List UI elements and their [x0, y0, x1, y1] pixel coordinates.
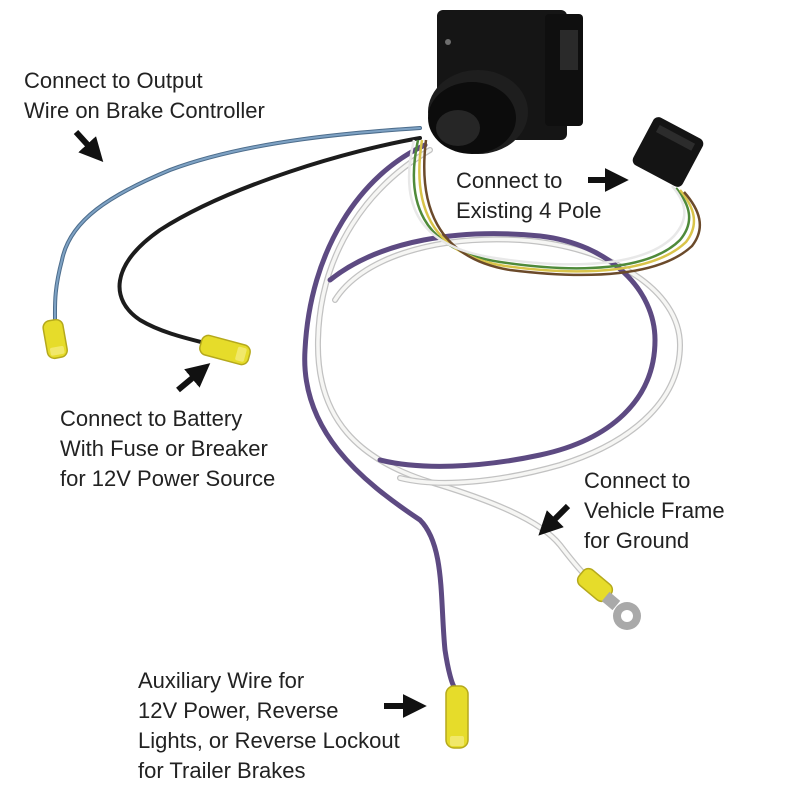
butt-connector-purple-wire — [445, 685, 469, 749]
auxiliary-label-line-1: Auxiliary Wire for — [138, 668, 305, 693]
battery-label: Connect to Battery With Fuse or Breaker … — [60, 404, 275, 494]
seven-way-connector-icon — [428, 10, 583, 154]
four-pole-label: Connect to Existing 4 Pole — [456, 166, 602, 226]
ground-label-line-2: Vehicle Frame — [584, 498, 725, 523]
ground-label-line-3: for Ground — [584, 528, 690, 553]
brake-controller-label-line-2: Wire on Brake Controller — [24, 98, 265, 123]
auxiliary-label-line-4: for Trailer Brakes — [138, 758, 306, 783]
arrow-icon — [176, 363, 211, 393]
battery-label-line-3: for 12V Power Source — [60, 466, 276, 491]
ground-label: Connect to Vehicle Frame for Ground — [584, 466, 725, 556]
four-pole-plug-icon — [632, 117, 704, 187]
four-pole-wire-bundle — [407, 139, 701, 277]
battery-label-line-1: Connect to Battery — [60, 406, 243, 431]
blue-wire — [52, 126, 422, 322]
purple-wire — [302, 142, 658, 691]
battery-label-line-2: With Fuse or Breaker — [60, 436, 268, 461]
arrow-icon — [538, 503, 571, 536]
butt-connector-black-wire — [199, 334, 251, 366]
ground-label-line-1: Connect to — [584, 468, 691, 493]
butt-connector-blue-wire — [42, 318, 68, 360]
brake-controller-label-line-1: Connect to Output — [24, 68, 203, 93]
brake-controller-label: Connect to Output Wire on Brake Controll… — [24, 66, 265, 126]
four-pole-label-line-1: Connect to — [456, 168, 563, 193]
ring-terminal-icon — [576, 567, 641, 630]
auxiliary-label: Auxiliary Wire for 12V Power, Reverse Li… — [138, 666, 400, 786]
auxiliary-label-line-2: 12V Power, Reverse — [138, 698, 339, 723]
arrow-icon — [73, 129, 104, 162]
auxiliary-label-line-3: Lights, or Reverse Lockout — [138, 728, 400, 753]
four-pole-label-line-2: Existing 4 Pole — [456, 198, 602, 223]
black-wire — [117, 136, 422, 345]
